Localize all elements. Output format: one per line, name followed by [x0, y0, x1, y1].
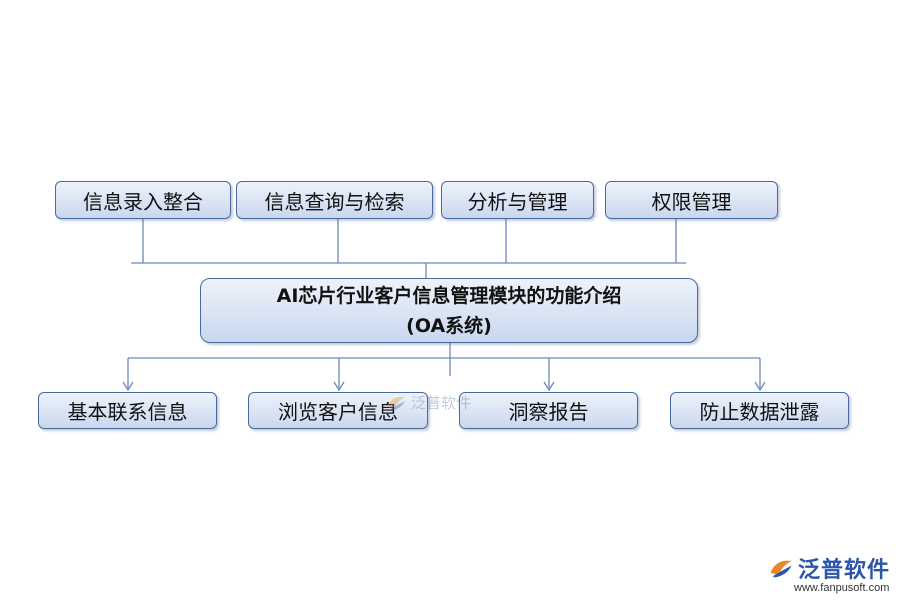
bottom-node-label: 基本联系信息 — [67, 400, 188, 424]
bottom-node-insight-report: 洞察报告 — [459, 392, 638, 429]
arrow-down-icon — [333, 381, 345, 392]
bottom-node-browse-customer: 浏览客户信息 — [248, 392, 428, 429]
bottom-node-label: 浏览客户信息 — [278, 400, 398, 424]
fanpu-logo-icon — [770, 560, 792, 578]
top-node-info-entry: 信息录入整合 — [55, 181, 231, 219]
top-node-label: 信息查询与检索 — [264, 189, 405, 214]
top-node-label: 信息录入整合 — [83, 189, 203, 214]
top-node-permission: 权限管理 — [605, 181, 778, 219]
bottom-node-contact-info: 基本联系信息 — [38, 392, 217, 429]
bottom-node-prevent-leak: 防止数据泄露 — [670, 392, 849, 429]
brand-url: www.fanpusoft.com — [794, 582, 890, 594]
brand-name: 泛普软件 — [798, 558, 891, 583]
arrow-down-icon — [543, 381, 555, 392]
top-node-analysis: 分析与管理 — [441, 181, 594, 219]
arrow-down-icon — [754, 381, 766, 392]
bottom-node-label: 防止数据泄露 — [699, 400, 820, 424]
center-node: AI芯片行业客户信息管理模块的功能介绍 (OA系统) — [200, 278, 698, 343]
bottom-node-label: 洞察报告 — [508, 400, 589, 424]
center-node-title: AI芯片行业客户信息管理模块的功能介绍 — [276, 284, 622, 307]
brand-logo: 泛普软件 www.fanpusoft.com — [768, 552, 890, 594]
top-node-info-query: 信息查询与检索 — [236, 181, 433, 219]
top-node-label: 权限管理 — [651, 189, 732, 214]
top-node-label: 分析与管理 — [467, 189, 568, 214]
center-node-subtitle: (OA系统) — [406, 314, 492, 337]
arrow-down-icon — [122, 381, 134, 392]
